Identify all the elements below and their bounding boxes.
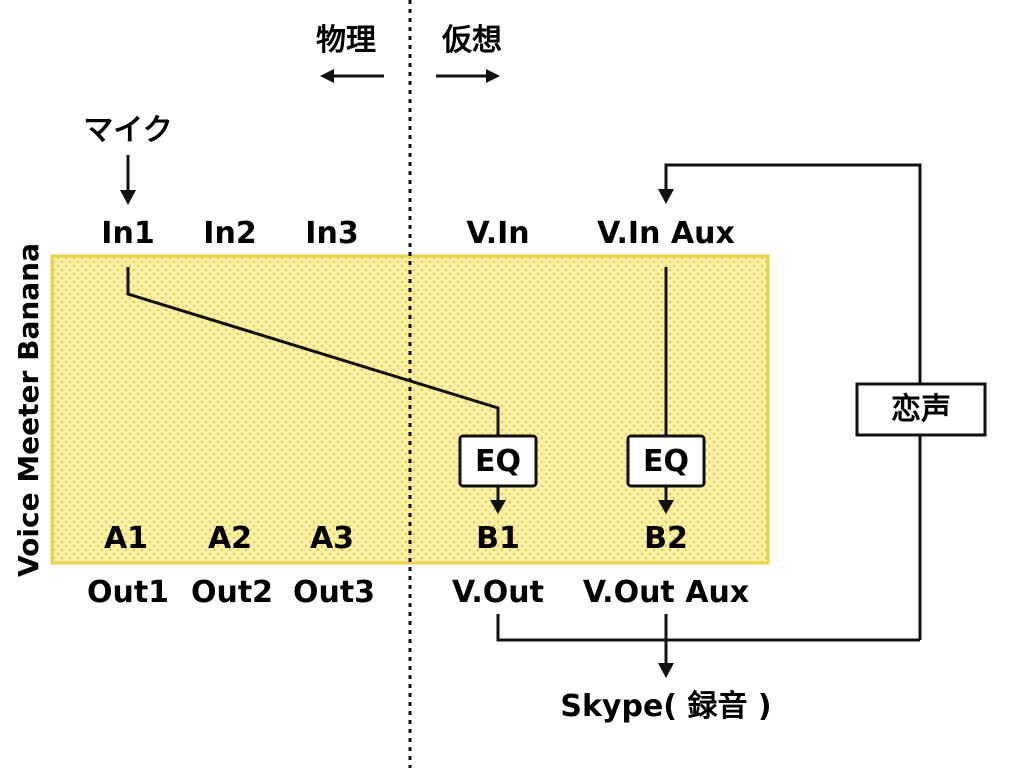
input-in3: In3 bbox=[305, 216, 358, 251]
voicemeeter-title: Voice Meeter Banana bbox=[12, 243, 45, 577]
bus-a1: A1 bbox=[104, 521, 148, 556]
input-vin: V.In bbox=[466, 216, 529, 251]
eq-b1-arrow bbox=[490, 486, 506, 514]
vout-join-wire bbox=[496, 614, 920, 642]
input-in2: In2 bbox=[203, 216, 256, 251]
physical-zone-label: 物理 bbox=[316, 23, 376, 58]
eq-b2-label: EQ bbox=[643, 444, 689, 479]
physical-arrow bbox=[320, 69, 384, 83]
virtual-zone-label: 仮想 bbox=[441, 23, 502, 58]
output-out2: Out2 bbox=[191, 575, 273, 610]
virtual-arrow bbox=[436, 69, 500, 83]
bus-a2: A2 bbox=[208, 521, 252, 556]
skype-label: Skype( 録音 ) bbox=[560, 689, 771, 724]
output-vout: V.Out bbox=[452, 575, 544, 610]
eq-b1-label: EQ bbox=[475, 444, 521, 479]
output-out1: Out1 bbox=[87, 575, 169, 610]
eq-b2: EQ bbox=[626, 434, 706, 488]
input-vin-aux: V.In Aux bbox=[597, 216, 735, 251]
mic-arrow bbox=[120, 155, 136, 205]
voice-changer-label: 恋声 bbox=[891, 392, 951, 427]
input-in1: In1 bbox=[101, 216, 154, 251]
bus-a3: A3 bbox=[310, 521, 354, 556]
bus-b1: B1 bbox=[476, 521, 520, 556]
output-vout-aux: V.Out Aux bbox=[583, 575, 749, 610]
voice-changer-box: 恋声 bbox=[855, 382, 987, 437]
in1-to-b1-wire bbox=[126, 267, 500, 436]
bus-b2: B2 bbox=[644, 521, 688, 556]
mic-label: マイク bbox=[83, 113, 172, 148]
loop-up-upper-wire bbox=[664, 163, 922, 384]
eq-b1: EQ bbox=[458, 434, 538, 488]
eq-b2-arrow bbox=[658, 486, 674, 514]
output-out3: Out3 bbox=[293, 575, 375, 610]
vin-aux-arrowhead bbox=[658, 189, 674, 204]
skype-arrowhead bbox=[658, 663, 674, 678]
